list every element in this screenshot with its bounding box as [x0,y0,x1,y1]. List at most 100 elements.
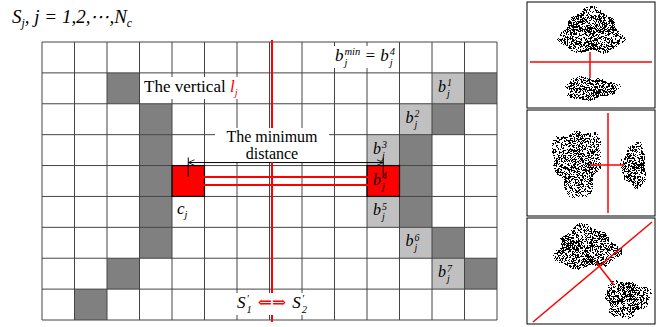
script-pair: ′2 [302,293,307,315]
superscript: 1 [447,78,452,88]
math-text: S [292,293,301,312]
boundary-label: b2j [406,108,420,130]
min-boundary-label: bminj = b4j [333,46,397,68]
split-line [589,52,591,78]
vertical-label: The vertical lj [142,77,240,99]
superscript: 2 [415,109,420,119]
math-text: b [373,201,381,218]
script-pair: 4j [382,171,387,192]
script-pair: 7j [447,264,452,285]
script-pair: 6j [415,233,420,254]
script-pair: 2j [415,109,420,130]
math-text: ⇐⇒ [258,293,287,312]
math-text: The minimum distance [226,128,317,162]
subscript: j [382,182,387,192]
curve-cell [432,227,465,258]
cell-border [367,166,400,197]
superscript: min [345,46,361,57]
boundary-label: b7j [438,262,452,284]
superscript: 5 [382,202,387,212]
math-text: b [335,46,344,65]
center-label: cj [177,199,187,221]
superscript: 4 [390,46,395,57]
curve-cell [140,104,173,135]
subscript: j [390,57,395,68]
grid-lines [42,42,497,320]
script-pair: ′1 [246,293,251,315]
curve-cell [140,227,173,258]
set-notation: Sj, j = 1,2,⋯,Nc [12,6,132,31]
split-line [533,222,652,322]
superscript: 4 [382,171,387,181]
dimension-tick [188,158,189,177]
curve-cell [75,289,108,320]
point-cloud [552,6,652,319]
math-text: The vertical [144,77,230,96]
math-text: b [406,232,414,249]
boundary-cell [400,227,433,258]
subscript: j [382,212,387,222]
boundary-label: b6j [406,231,420,253]
script-pair: 3j [382,140,387,161]
superscript: 3 [382,140,387,150]
math-text: b [373,140,381,157]
superscript: ′ [302,293,307,304]
superscript: 6 [415,233,420,243]
math-text: c [177,199,185,218]
script-pair: 5j [382,202,387,223]
subscript: 2 [302,304,307,315]
split-line [607,113,609,213]
curve-cell [465,73,498,104]
script-pair: 4j [390,46,395,68]
boundary-label: b4j [373,170,387,192]
superscript: ′ [246,293,251,304]
math-text: = b [360,46,388,65]
curve-cell [465,258,498,289]
vertical-line [271,40,273,322]
math-text: j [185,209,188,220]
boundary-cell [432,73,465,104]
subscript: j [447,274,452,284]
math-text: , j = 1,2,⋯,N [25,6,127,27]
nearest-cell [367,166,400,197]
math-text: j [22,17,25,30]
subscript: j [382,151,387,161]
curve-cell [107,258,140,289]
boundary-label: b3j [373,139,387,161]
math-text: b [406,109,414,126]
subscript: j [345,57,361,68]
curve-cell [140,135,173,166]
dimension-arrow [188,162,383,163]
boundary-cell [432,258,465,289]
boundary-label: b5j [373,200,387,222]
subscript: 1 [246,304,251,315]
boundary-cell [367,196,400,227]
math-text: b [438,78,446,95]
boundary-cell [400,104,433,135]
math-text: j [235,87,238,98]
split-line [590,164,624,166]
distance-bar [188,177,383,185]
split-line [596,262,614,285]
math-text: S [237,293,246,312]
split-label: S′1⇐⇒S′2 [235,293,309,315]
subscript: j [447,89,452,99]
math-text: b [438,263,446,280]
split-line [530,61,652,63]
curve-cell [432,104,465,135]
math-text: c [127,17,132,30]
curve-cell [140,166,173,197]
math-text: b [373,171,381,188]
subscript: j [415,120,420,130]
curve-cell [400,196,433,227]
math-text: S [12,6,22,27]
script-pair: 1j [447,78,452,99]
boundary-label: b1j [438,77,452,99]
math-text: l [230,77,235,96]
script-pair: minj [345,46,361,68]
distance-label: The minimum distance [215,128,329,162]
curve-cell [107,73,140,104]
curve-cell [140,196,173,227]
curve-cell [400,135,433,166]
